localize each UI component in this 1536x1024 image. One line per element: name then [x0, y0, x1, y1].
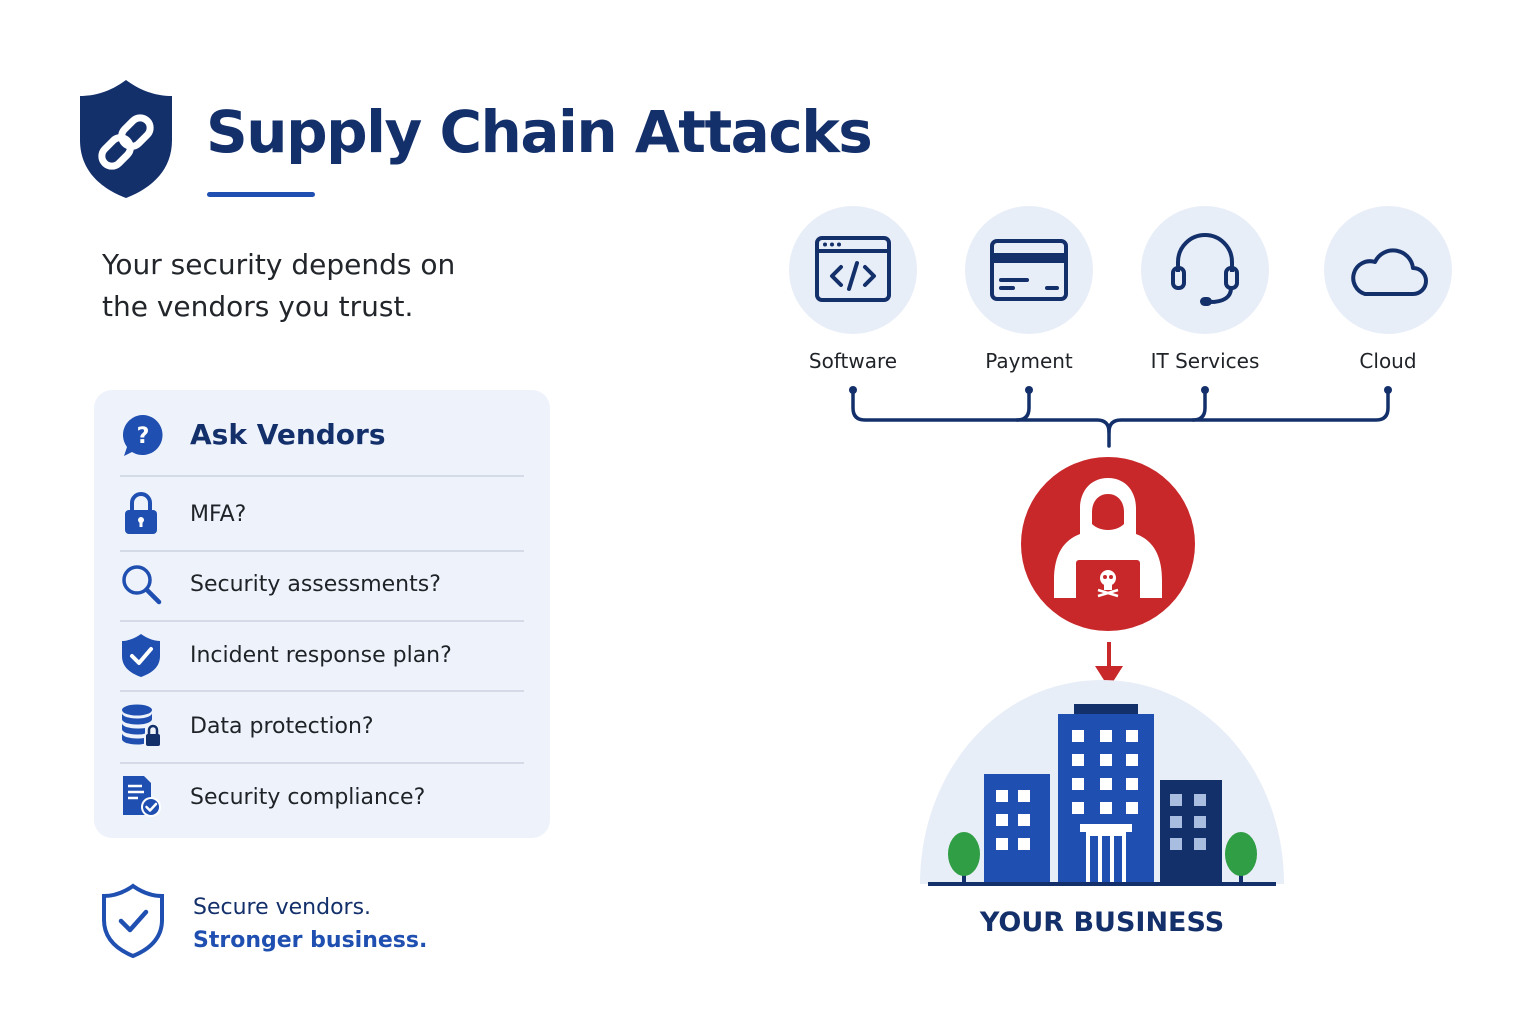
vendor-label-software: Software	[808, 349, 898, 373]
subtitle: Your security depends on the vendors you…	[102, 244, 582, 328]
question-incident-response: Incident response plan?	[190, 643, 452, 668]
card-divider	[120, 475, 524, 477]
vendor-it-services	[1141, 206, 1269, 334]
padlock-icon	[125, 492, 157, 534]
shield-check-outline-icon	[102, 883, 164, 959]
card-divider	[120, 762, 524, 764]
vendor-connector-lines	[849, 386, 1392, 448]
vendor-label-payment: Payment	[985, 349, 1073, 373]
code-window-icon	[815, 236, 891, 302]
card-divider	[120, 550, 524, 552]
vendor-label-cloud: Cloud	[1359, 349, 1417, 373]
subtitle-line-2: the vendors you trust.	[102, 290, 414, 323]
card-divider	[120, 620, 524, 622]
business-buildings-graphic	[920, 680, 1284, 886]
question-mfa: MFA?	[190, 502, 247, 527]
headset-icon	[1171, 233, 1239, 306]
vendor-payment	[965, 206, 1093, 334]
cloud-icon	[1351, 248, 1428, 296]
svg-text:?: ?	[137, 424, 150, 449]
footer-tagline-1: Secure vendors.	[193, 895, 372, 920]
database-lock-icon	[122, 704, 160, 746]
vendor-software	[789, 206, 917, 334]
subtitle-line-1: Your security depends on	[102, 248, 456, 281]
attack-arrow	[1095, 642, 1123, 688]
card-divider	[120, 690, 524, 692]
page-title: Supply Chain Attacks	[206, 98, 873, 166]
vendor-label-it-services: IT Services	[1150, 349, 1260, 373]
question-security-compliance: Security compliance?	[190, 785, 426, 810]
vendor-cloud	[1324, 206, 1452, 334]
question-data-protection: Data protection?	[190, 714, 374, 739]
chain-shield-logo-icon	[80, 80, 172, 198]
question-security-assessments: Security assessments?	[190, 572, 441, 597]
ask-vendors-title: Ask Vendors	[190, 418, 386, 451]
hooded-hacker-icon	[1021, 457, 1195, 631]
shield-check-icon	[122, 634, 160, 677]
footer-tagline-2: Stronger business.	[193, 928, 428, 953]
credit-card-icon	[990, 239, 1068, 301]
question-bubble-icon: ?	[123, 415, 163, 456]
document-check-icon	[123, 776, 161, 817]
target-business-label: YOUR BUSINESS	[979, 907, 1225, 938]
magnifier-icon	[122, 565, 162, 605]
title-underline	[207, 192, 315, 197]
